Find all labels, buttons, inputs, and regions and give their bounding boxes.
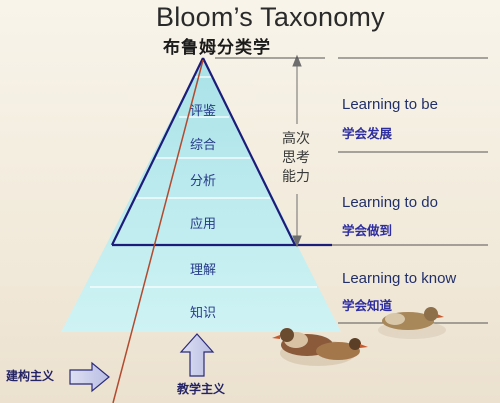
higher-order-line-3: 能力 [282, 169, 310, 185]
pyramid-level-application: 应用 [189, 217, 216, 232]
diagonal-line [112, 59, 204, 403]
pyramid-level-evaluation: 评鉴 [189, 104, 216, 119]
constructivism-label: 建构主义 [6, 369, 55, 383]
higher-order-bracket [292, 54, 302, 248]
pyramid-level-knowledge: 知识 [189, 306, 216, 321]
goal-learning-to-be: Learning to be [342, 96, 438, 113]
higher-order-line-2: 思考 [282, 150, 310, 166]
higher-order-line-1: 高次 [282, 131, 310, 147]
diagram-subtitle: 布鲁姆分类学 [163, 38, 271, 58]
right-arrow-icon [69, 361, 110, 393]
goal-learning-to-know-cn: 学会知道 [342, 298, 393, 313]
pyramid-level-comprehension: 理解 [189, 263, 216, 278]
pyramid-shape [61, 58, 341, 332]
goal-learning-to-do-cn: 学会做到 [342, 223, 393, 238]
goal-learning-to-know: Learning to know [342, 270, 457, 287]
higher-order-thinking-label: 高次 思考 能力 [279, 130, 313, 187]
duck-group-left-icon [272, 328, 368, 366]
duck-right-icon [378, 307, 446, 339]
pyramid-level-synthesis: 综合 [189, 138, 216, 153]
goal-learning-to-do: Learning to do [342, 194, 438, 211]
goal-learning-to-be-cn: 学会发展 [342, 126, 393, 141]
higher-order-outline [111, 57, 332, 247]
instructivism-label: 教学主义 [177, 382, 226, 396]
up-arrow-icon [179, 333, 215, 377]
pyramid-level-analysis: 分析 [189, 174, 216, 189]
diagram-title: Bloom’s Taxonomy [156, 2, 385, 32]
